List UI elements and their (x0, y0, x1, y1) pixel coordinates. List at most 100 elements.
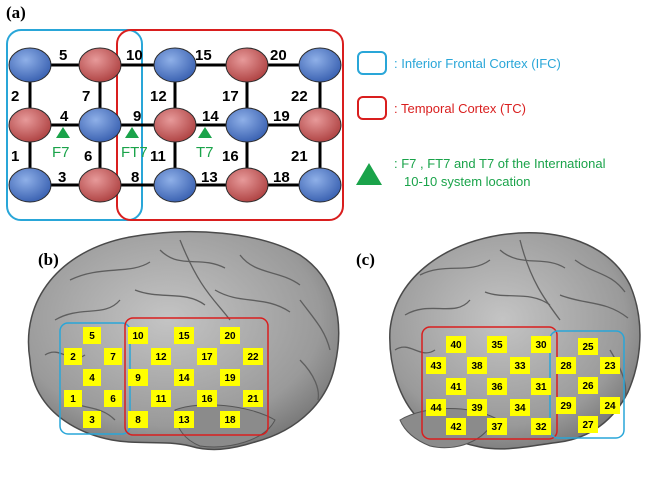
grid-channel-number: 14 (178, 373, 190, 384)
legend-tc-text: : Temporal Cortex (TC) (394, 101, 526, 116)
channel-number: 8 (131, 169, 139, 186)
channel-number: 2 (11, 88, 19, 105)
channel-number: 13 (201, 169, 218, 186)
grid-channel-number: 22 (247, 352, 259, 363)
source-optode (225, 47, 269, 83)
channel-number: 17 (222, 88, 239, 105)
t7-marker-icon (198, 127, 212, 138)
left-ifc-channel-grid: 5 2 7 4 1 6 3 (64, 327, 122, 428)
grid-channel-number: 20 (224, 331, 236, 342)
channel-number: 19 (273, 108, 290, 125)
grid-channel-number: 29 (560, 401, 572, 412)
ft7-marker-icon (125, 127, 139, 138)
source-optode (153, 107, 197, 143)
grid-channel-number: 2 (70, 352, 76, 363)
right-tc-channel-grid: 40 35 30 43 38 33 41 36 31 44 39 34 42 3… (426, 336, 551, 435)
detector-optode (298, 47, 342, 83)
legend-ifc-text: : Inferior Frontal Cortex (IFC) (394, 56, 561, 71)
grid-channel-number: 40 (450, 340, 462, 351)
grid-channel-number: 19 (224, 373, 236, 384)
panel-label-c: (c) (356, 250, 375, 269)
detector-optode (8, 167, 52, 203)
source-optode (78, 47, 122, 83)
grid-channel-number: 15 (178, 331, 190, 342)
channel-number: 22 (291, 88, 308, 105)
legend-ifc-swatch (357, 51, 387, 75)
detector-optode (225, 107, 269, 143)
grid-channel-number: 11 (156, 394, 167, 405)
f7-label: F7 (52, 144, 70, 161)
grid-channel-number: 32 (535, 422, 547, 433)
channel-number: 14 (202, 108, 219, 125)
grid-channel-number: 17 (201, 352, 213, 363)
grid-channel-number: 33 (514, 361, 526, 372)
grid-channel-number: 7 (110, 352, 116, 363)
ten-ten-markers: F7 FT7 T7 (52, 127, 214, 161)
panel-label-a: (a) (6, 3, 26, 22)
channel-number: 5 (59, 47, 67, 64)
grid-channel-number: 43 (430, 361, 442, 372)
f7-marker-icon (56, 127, 70, 138)
channel-number: 12 (150, 88, 167, 105)
channel-number: 3 (58, 169, 66, 186)
channel-number: 21 (291, 148, 308, 165)
detector-optode (153, 47, 197, 83)
right-tc-box (421, 326, 558, 440)
grid-channel-number: 4 (89, 373, 95, 384)
grid-channel-number: 39 (471, 403, 483, 414)
grid-channel-number: 10 (132, 331, 144, 342)
grid-channel-number: 38 (471, 361, 483, 372)
grid-channel-number: 9 (135, 373, 141, 384)
channel-number: 16 (222, 148, 239, 165)
grid-channel-number: 5 (89, 331, 95, 342)
channel-number: 18 (273, 169, 290, 186)
grid-channel-number: 6 (110, 394, 116, 405)
grid-channel-number: 27 (582, 420, 594, 431)
grid-channel-number: 35 (491, 340, 503, 351)
grid-channel-number: 34 (514, 403, 526, 414)
ft7-label: FT7 (121, 144, 148, 161)
grid-channel-number: 18 (224, 415, 236, 426)
grid-channel-number: 24 (604, 401, 616, 412)
channel-number: 11 (150, 148, 166, 165)
source-optode (298, 107, 342, 143)
grid-channel-number: 26 (582, 381, 594, 392)
grid-channel-number: 23 (604, 361, 616, 372)
detector-optode (298, 167, 342, 203)
legend: : Inferior Frontal Cortex (IFC) : Tempor… (356, 51, 606, 189)
legend-tc-swatch (357, 96, 387, 120)
grid-channel-number: 1 (70, 394, 76, 405)
grid-channel-number: 31 (535, 382, 547, 393)
channel-number: 7 (82, 88, 90, 105)
channel-numbers: 1 2 3 4 5 6 7 8 9 10 11 12 13 14 15 16 1… (11, 47, 308, 186)
panel-label-b: (b) (38, 250, 59, 269)
detector-optode (153, 167, 197, 203)
grid-channel-number: 37 (491, 422, 503, 433)
grid-channel-number: 42 (450, 422, 462, 433)
right-ifc-channel-grid: 25 28 23 26 29 24 27 (556, 338, 620, 433)
left-tc-box (124, 317, 269, 436)
channel-number: 10 (126, 47, 143, 64)
grid-channel-number: 44 (430, 403, 442, 414)
grid-channel-number: 12 (155, 352, 167, 363)
channel-number: 20 (270, 47, 287, 64)
grid-channel-number: 25 (582, 342, 594, 353)
grid-channel-number: 8 (135, 415, 141, 426)
grid-channel-number: 13 (178, 415, 190, 426)
detector-optode (78, 107, 122, 143)
detector-optode (8, 47, 52, 83)
grid-channel-number: 36 (491, 382, 503, 393)
grid-channel-number: 16 (201, 394, 213, 405)
channel-number: 4 (60, 108, 69, 125)
legend-marker-icon (356, 163, 382, 185)
t7-label: T7 (196, 144, 214, 161)
channel-number: 15 (195, 47, 212, 64)
grid-channel-number: 28 (560, 361, 572, 372)
legend-marker-text-1: : F7 , FT7 and T7 of the International (394, 156, 606, 171)
source-optode (78, 167, 122, 203)
source-optode (225, 167, 269, 203)
grid-channel-number: 41 (450, 382, 462, 393)
optode-array (8, 47, 342, 203)
left-tc-channel-grid: 10 15 20 12 17 22 9 14 19 11 16 21 8 13 … (128, 327, 263, 428)
